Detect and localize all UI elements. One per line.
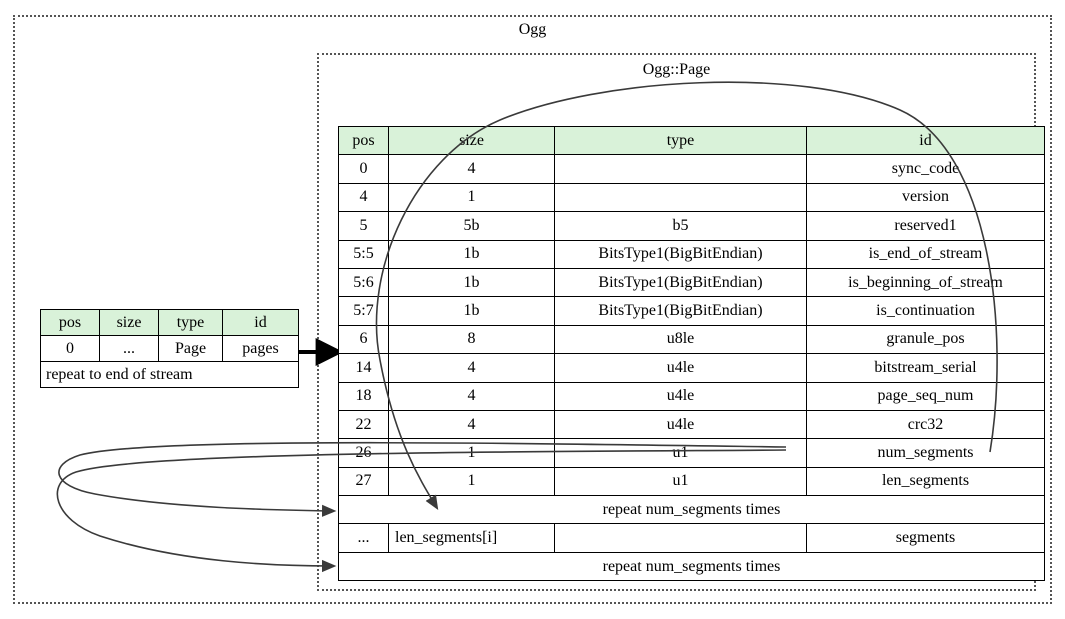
page-table-header-row: pos size type id: [338, 125, 1045, 156]
page-header-type: type: [554, 125, 807, 156]
cell-size: 1: [388, 182, 555, 213]
cell-id: crc32: [806, 409, 1045, 440]
cell-size: len_segments[i]: [388, 523, 555, 553]
table-row: 6 8 u8le granule_pos: [338, 324, 1045, 355]
cell-pos: 5:7: [338, 296, 389, 326]
stream-header-size: size: [99, 309, 159, 336]
cell-size: 8: [388, 324, 555, 355]
cell-type: u4le: [554, 353, 807, 383]
table-row: 5:5 1b BitsType1(BigBitEndian) is_end_of…: [338, 239, 1045, 269]
table-row: 5:7 1b BitsType1(BigBitEndian) is_contin…: [338, 296, 1045, 326]
cell-type: BitsType1(BigBitEndian): [554, 239, 807, 269]
cell-id: page_seq_num: [806, 381, 1045, 411]
cell-pos: 22: [338, 409, 389, 440]
cell-type: BitsType1(BigBitEndian): [554, 296, 807, 326]
table-row: 26 1 u1 num_segments: [338, 438, 1045, 468]
page-header-size: size: [388, 125, 555, 156]
cell-size: 1b: [388, 296, 555, 326]
repeat-note-2: repeat num_segments times: [338, 551, 1045, 582]
ogg-page-container-title: Ogg::Page: [642, 61, 711, 78]
stream-cell-id: pages: [222, 335, 299, 362]
cell-size: 1: [388, 438, 555, 468]
cell-type: [554, 523, 807, 553]
ogg-container-box: [13, 15, 1052, 604]
table-row: 0 4 sync_code: [338, 154, 1045, 184]
repeat-note-1: repeat num_segments times: [338, 495, 1045, 525]
ogg-container-title: Ogg: [518, 21, 547, 38]
page-header-id: id: [806, 125, 1045, 156]
table-row-repeat-2: repeat num_segments times: [338, 551, 1045, 582]
cell-type: [554, 182, 807, 213]
cell-size: 1: [388, 466, 555, 497]
stream-cell-type: Page: [158, 335, 223, 362]
cell-size: 1b: [388, 239, 555, 269]
table-row: 18 4 u4le page_seq_num: [338, 381, 1045, 411]
cell-id: is_continuation: [806, 296, 1045, 326]
stream-table: pos size type id 0 ... Page pages repeat…: [40, 309, 299, 388]
stream-cell-pos: 0: [40, 335, 100, 362]
cell-pos: 4: [338, 182, 389, 213]
table-row-segments: ... len_segments[i] segments: [338, 523, 1045, 553]
cell-id: len_segments: [806, 466, 1045, 497]
stream-cell-size: ...: [99, 335, 159, 362]
stream-repeat-note: repeat to end of stream: [40, 361, 299, 388]
ogg-page-table: pos size type id 0 4 sync_code 4 1 versi…: [338, 125, 1045, 582]
cell-pos: ...: [338, 523, 389, 553]
cell-id: segments: [806, 523, 1045, 553]
cell-size: 4: [388, 154, 555, 184]
cell-type: u8le: [554, 324, 807, 355]
cell-type: u4le: [554, 409, 807, 440]
cell-id: reserved1: [806, 211, 1045, 241]
cell-pos: 5: [338, 211, 389, 241]
cell-pos: 0: [338, 154, 389, 184]
cell-id: is_end_of_stream: [806, 239, 1045, 269]
page-header-pos: pos: [338, 125, 389, 156]
cell-id: is_beginning_of_stream: [806, 267, 1045, 298]
cell-size: 4: [388, 381, 555, 411]
cell-pos: 14: [338, 353, 389, 383]
cell-pos: 27: [338, 466, 389, 497]
cell-type: u4le: [554, 381, 807, 411]
table-row: 4 1 version: [338, 182, 1045, 213]
cell-id: granule_pos: [806, 324, 1045, 355]
cell-pos: 5:6: [338, 267, 389, 298]
cell-size: 4: [388, 353, 555, 383]
cell-pos: 6: [338, 324, 389, 355]
cell-size: 1b: [388, 267, 555, 298]
stream-table-footer-row: repeat to end of stream: [40, 361, 299, 388]
cell-type: b5: [554, 211, 807, 241]
cell-id: sync_code: [806, 154, 1045, 184]
cell-size: 4: [388, 409, 555, 440]
cell-type: BitsType1(BigBitEndian): [554, 267, 807, 298]
cell-type: u1: [554, 466, 807, 497]
stream-header-pos: pos: [40, 309, 100, 336]
cell-type: u1: [554, 438, 807, 468]
table-row: 5:6 1b BitsType1(BigBitEndian) is_beginn…: [338, 267, 1045, 298]
cell-id: num_segments: [806, 438, 1045, 468]
cell-pos: 5:5: [338, 239, 389, 269]
cell-id: bitstream_serial: [806, 353, 1045, 383]
cell-id: version: [806, 182, 1045, 213]
cell-size: 5b: [388, 211, 555, 241]
table-row: 5 5b b5 reserved1: [338, 211, 1045, 241]
cell-pos: 18: [338, 381, 389, 411]
table-row: 22 4 u4le crc32: [338, 409, 1045, 440]
stream-table-row: 0 ... Page pages: [40, 335, 299, 362]
stream-table-header-row: pos size type id: [40, 309, 299, 336]
stream-header-id: id: [222, 309, 299, 336]
cell-pos: 26: [338, 438, 389, 468]
table-row: 14 4 u4le bitstream_serial: [338, 353, 1045, 383]
table-row: 27 1 u1 len_segments: [338, 466, 1045, 497]
stream-header-type: type: [158, 309, 223, 336]
table-row-repeat-1: repeat num_segments times: [338, 495, 1045, 525]
cell-type: [554, 154, 807, 184]
